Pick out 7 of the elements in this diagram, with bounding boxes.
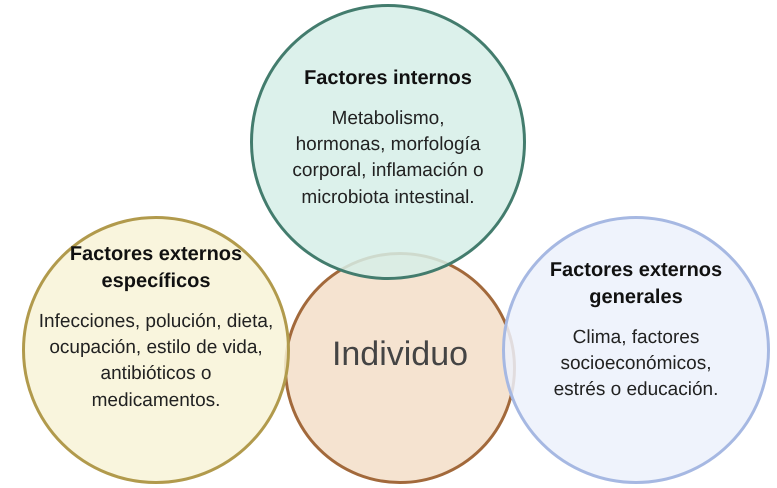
circle-text: Metabolismo, hormonas, morfología corporal, inflamación o microbiota intestinal. bbox=[291, 107, 485, 210]
circle-text: Infecciones, polución, dieta, ocupación, estilo de vida, antibióticos o medicamentos. bbox=[38, 310, 274, 413]
circle-heading: Factores externos generales bbox=[548, 258, 724, 310]
circle-heading: Factores internos bbox=[303, 66, 473, 91]
circle-text: Clima, factores socioeconómicos, estrés o educación. bbox=[552, 326, 720, 402]
circle-label: Individuo bbox=[332, 335, 468, 374]
circle-heading: Factores externos específicos bbox=[68, 242, 244, 294]
